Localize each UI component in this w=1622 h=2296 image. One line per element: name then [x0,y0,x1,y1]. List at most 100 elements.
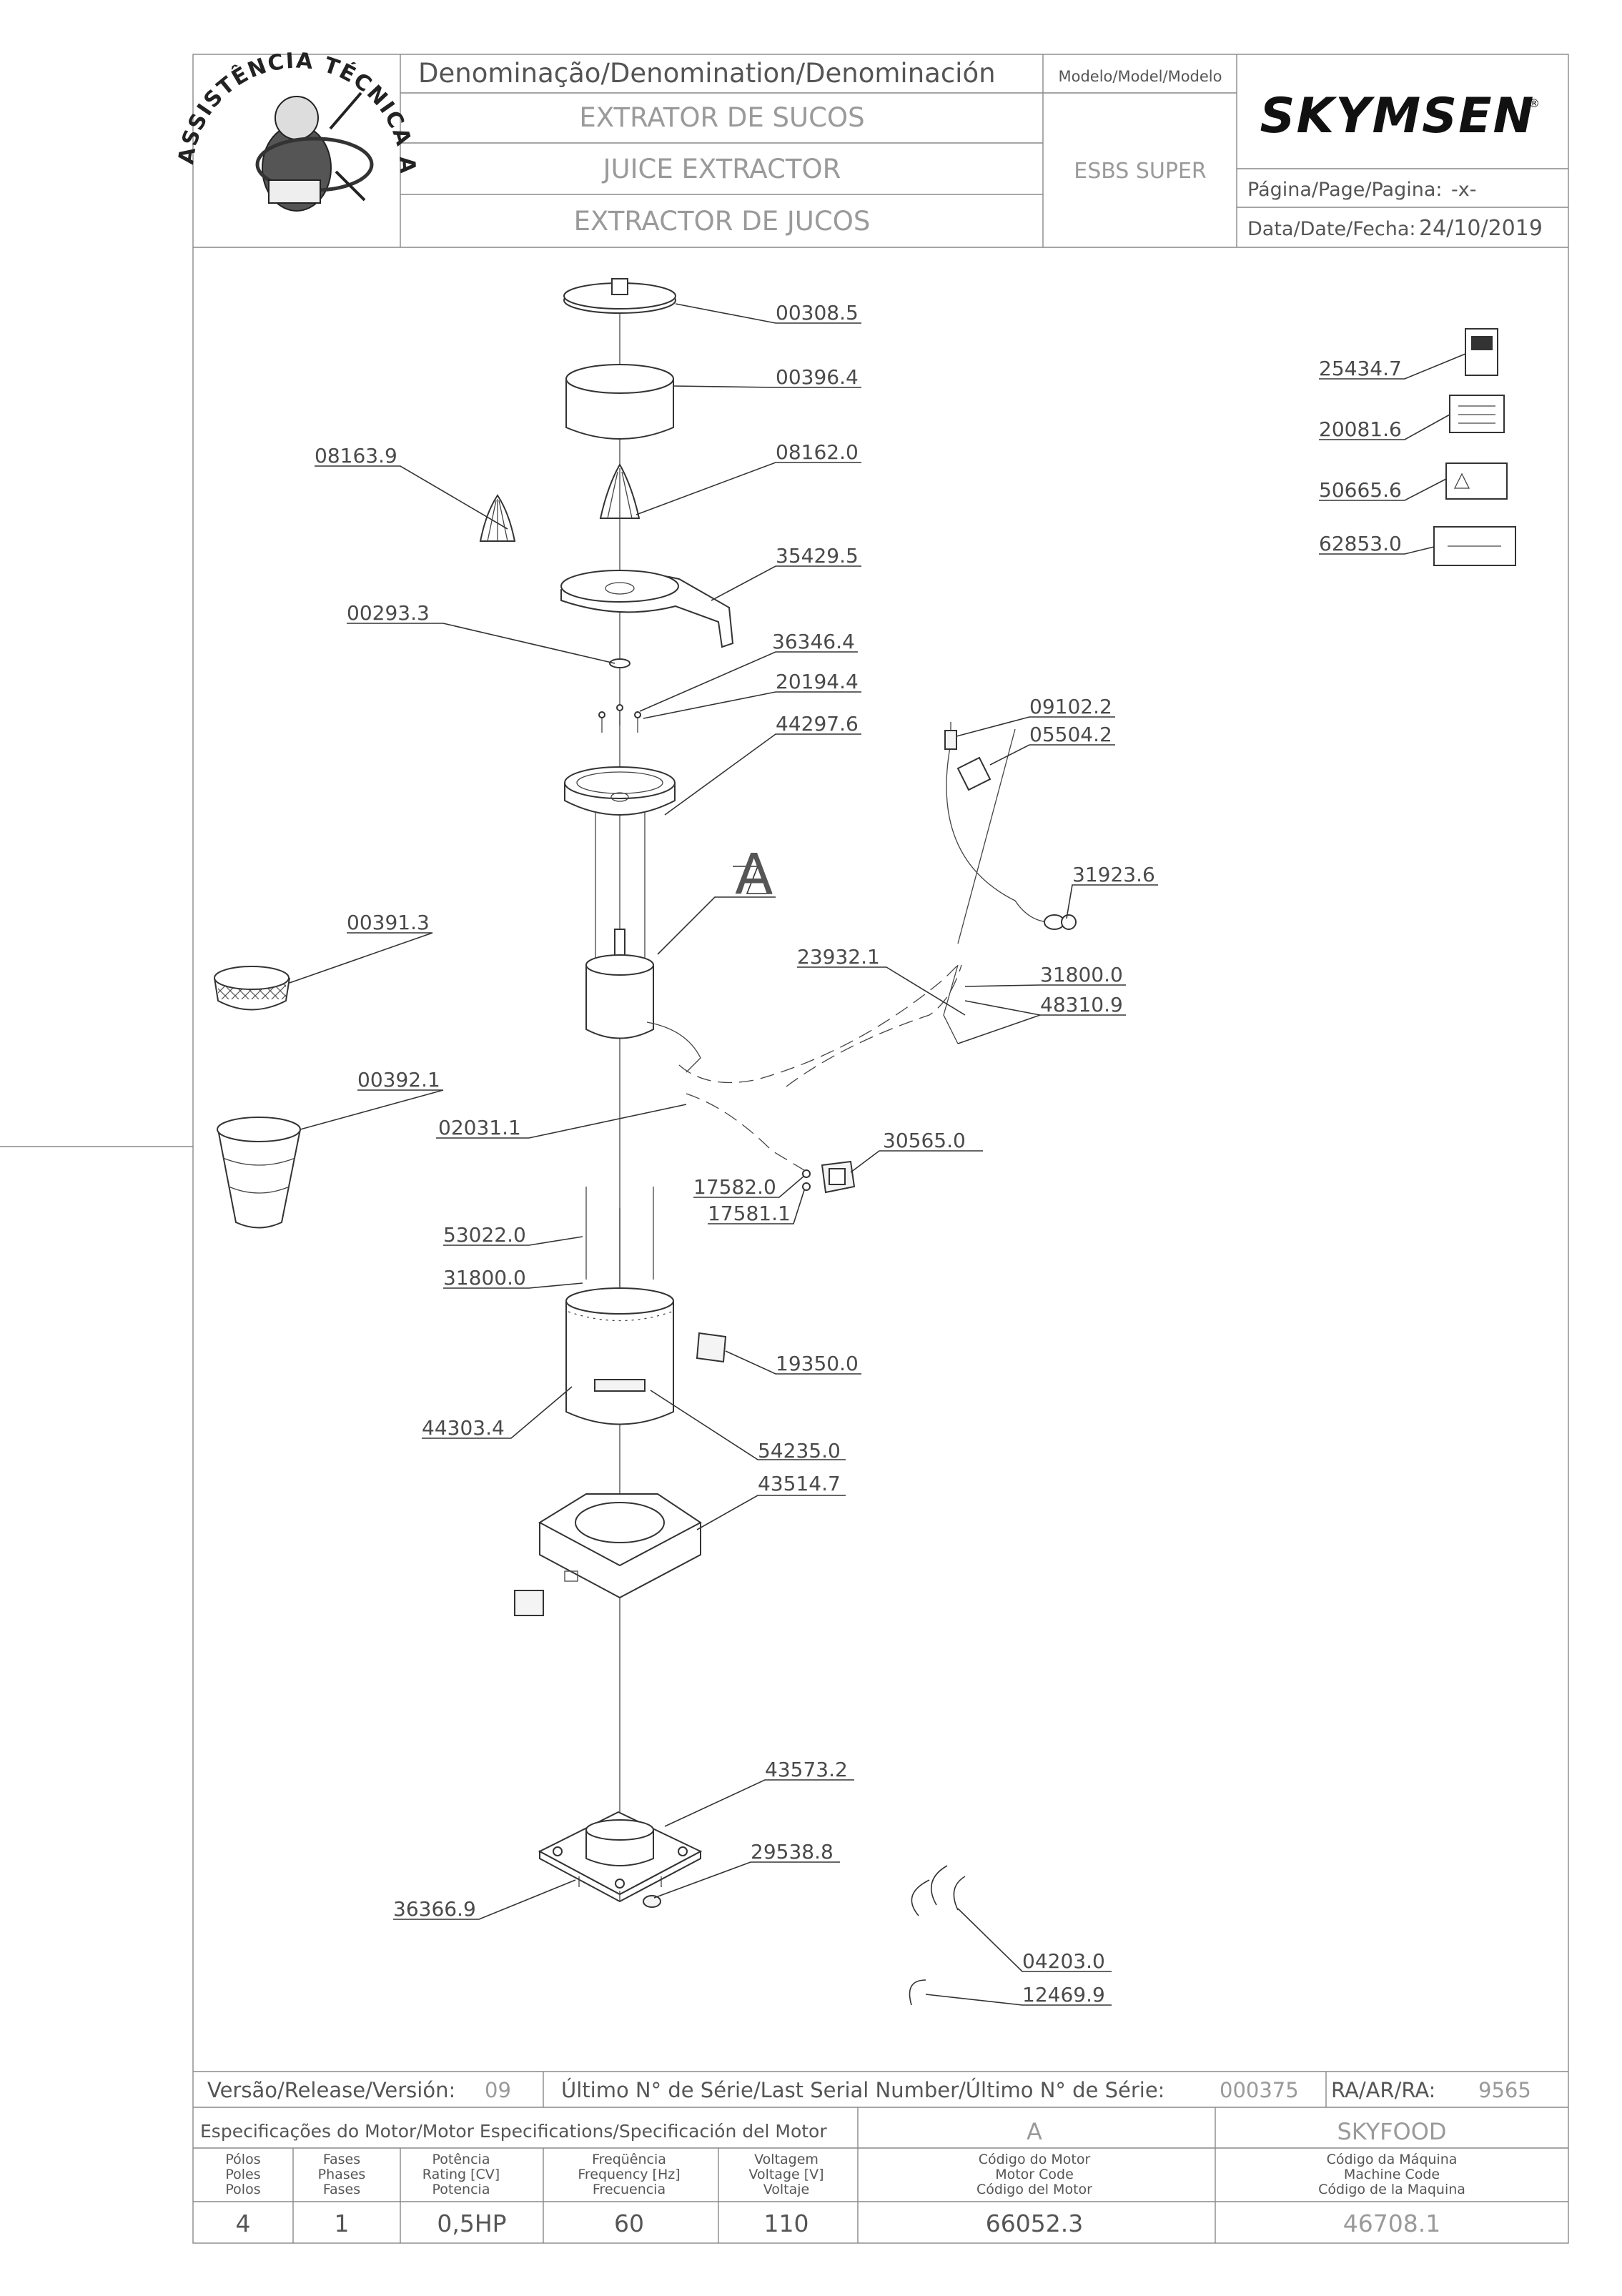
part-label-08162-0: 08162.0 [776,440,859,464]
part-label-50665-6: 50665.6 [1319,478,1402,502]
col-phases-en: Phases [318,2167,366,2182]
col-machine-code-pt: Código da Máquina [1327,2152,1458,2167]
part-label-43573-2: 43573.2 [765,1758,848,1781]
feet-part [578,1876,662,1908]
title-block: ASSISTÊNCIA TÉCNICA AUTORIZADA Denominaç… [0,0,1568,248]
model-value: ESBS SUPER [1074,159,1207,184]
juice-cup-part [217,1117,301,1229]
product-name-pt: EXTRATOR DE SUCOS [579,102,864,133]
col-voltage-en: Voltage [V] [748,2167,824,2182]
washer-part [609,658,630,668]
part-label-17582-0: 17582.0 [693,1175,776,1199]
part-label-08163-9: 08163.9 [315,444,397,467]
reamer-cone-part [599,462,641,519]
col-motor-code-en: Motor Code [995,2167,1074,2182]
col-power-en: Rating [CV] [422,2167,500,2182]
spout-tray-part [560,570,734,648]
extractor-head-part [564,766,676,816]
part-label-31800-0-harness: 31800.0 [1040,963,1123,986]
part-label-53022-0: 53022.0 [443,1223,526,1247]
col-poles-en: Poles [225,2167,260,2182]
filter-basket-part [214,966,290,1011]
screws-part [598,704,641,733]
cable-grommet-part [1044,914,1077,930]
switch-part [802,1160,856,1194]
part-label-36346-4: 36346.4 [772,630,855,653]
col-power-es: Potencia [432,2182,490,2197]
serial-value: 000375 [1220,2078,1299,2102]
serial-label: Último N° de Série/Last Serial Number/Úl… [561,2078,1164,2102]
col-machine-code-en: Machine Code [1344,2167,1440,2182]
part-label-00392-1: 00392.1 [357,1068,440,1092]
base-part [514,1493,702,1616]
col-freq-es: Frecuencia [593,2182,666,2197]
motor-assembly-part [585,811,701,1073]
version-label: Versão/Release/Versión: [207,2078,455,2102]
model-label: Modelo/Model/Modelo [1058,68,1222,85]
motor-housing-part [565,1287,674,1425]
technician-head-icon [275,96,319,140]
col-freq-pt: Freqüência [592,2152,666,2167]
part-label-19350-0: 19350.0 [776,1352,859,1375]
page-label: Página/Page/Pagina: [1247,179,1442,201]
sheet-frame [0,54,1569,2244]
part-label-30565-0: 30565.0 [883,1129,966,1152]
col-poles-es: Polos [225,2182,260,2197]
cable-harness-part [678,728,1052,1173]
val-power: 0,5HP [437,2210,506,2237]
page-value: -x- [1451,179,1476,201]
col-poles-pt: Pólos [225,2152,260,2167]
part-label-35429-5: 35429.5 [776,544,859,568]
motor-spec-label: Especificações do Motor/Motor Especifica… [200,2121,827,2142]
val-voltage: 110 [764,2210,809,2237]
view-label-a: A [735,843,773,907]
part-label-54235-0: 54235.0 [758,1439,841,1463]
toolbox-icon [268,179,321,204]
val-machine-code: 46708.1 [1343,2210,1440,2237]
footer-table: Versão/Release/Versión: 09 Último N° de … [193,2071,1568,2243]
part-label-23932-1: 23932.1 [797,945,880,969]
col-machine-code-es: Código de la Maquina [1318,2182,1465,2197]
small-reamer-cone-part [479,494,516,542]
part-illustrations [214,278,1516,2006]
date-label: Data/Date/Fecha: [1247,218,1415,240]
lid-part [563,278,676,314]
val-motor-code: 66052.3 [986,2210,1083,2237]
part-label-00308-5: 00308.5 [776,301,859,325]
brand-registered-mark: ® [1528,97,1540,110]
motor-variant: A [1027,2118,1042,2145]
part-label-48310-9: 48310.9 [1040,993,1123,1016]
part-label-44303-4: 44303.4 [422,1416,505,1440]
col-freq-en: Frequency [Hz] [578,2167,680,2182]
spring-clips-part [909,1865,966,2006]
part-label-43514-7: 43514.7 [758,1472,841,1495]
denomination-label: Denominação/Denomination/Denominación [418,58,996,89]
part-label-29538-8: 29538.8 [751,1840,834,1864]
housing-label-part [696,1332,727,1363]
part-label-31923-6: 31923.6 [1072,863,1155,886]
date-value: 24/10/2019 [1419,216,1543,241]
col-phases-pt: Fases [323,2152,360,2167]
part-label-62853-0: 62853.0 [1319,532,1402,555]
col-motor-code-es: Código del Motor [976,2182,1092,2197]
part-label-25434-7: 25434.7 [1319,357,1402,380]
val-freq: 60 [614,2210,644,2237]
part-label-20081-6: 20081.6 [1319,417,1402,441]
ra-label: RA/AR/RA: [1331,2078,1435,2102]
sticker-parts [1433,328,1516,566]
product-name-es: EXTRACTOR DE JUCOS [574,206,871,237]
bottom-plate-part [538,1811,703,1903]
col-phases-es: Fases [323,2182,360,2197]
part-label-20194-4: 20194.4 [776,670,859,693]
part-label-44297-6: 44297.6 [776,712,859,736]
part-label-00293-3: 00293.3 [347,601,430,625]
val-poles: 4 [236,2210,251,2237]
part-label-09102-2: 09102.2 [1029,695,1112,718]
col-voltage-es: Voltaje [763,2182,810,2197]
ra-value: 9565 [1478,2078,1531,2102]
col-voltage-pt: Voltagem [754,2152,819,2167]
part-number-labels: 00308.5 00396.4 08162.0 08163.9 35429.5 … [315,301,1402,2006]
brand-logo: SKYMSEN [1260,88,1536,144]
part-label-36366-9: 36366.9 [393,1897,476,1921]
